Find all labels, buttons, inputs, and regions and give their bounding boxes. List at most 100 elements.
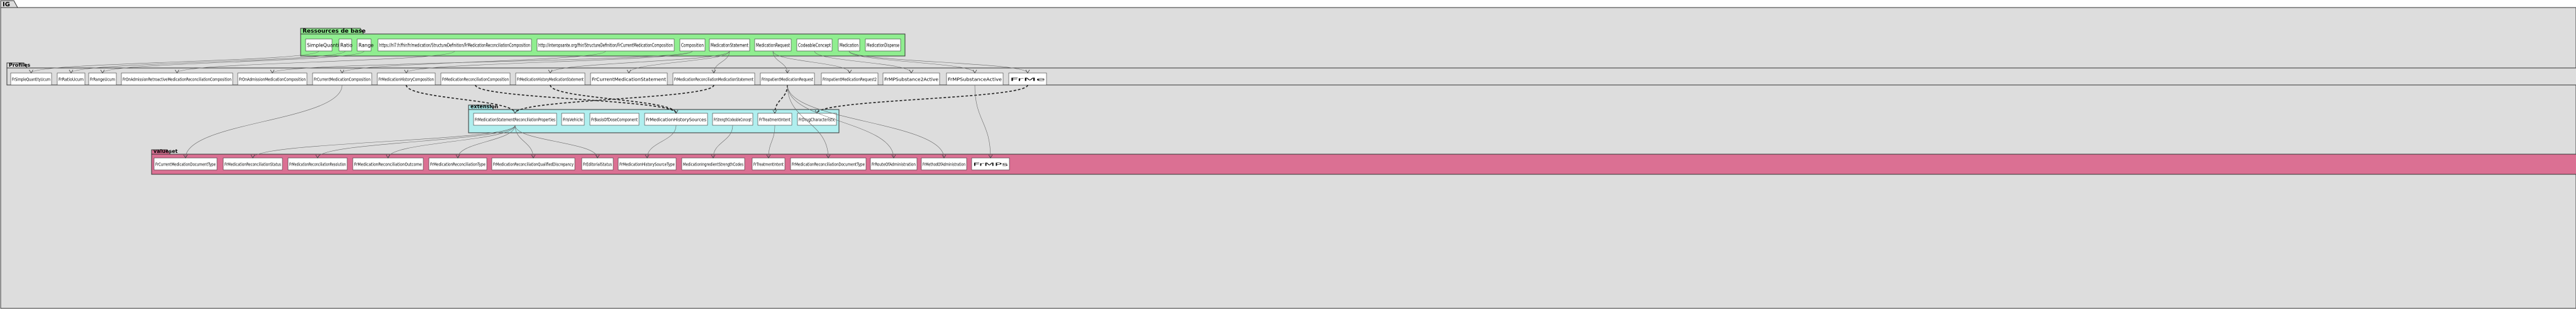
node-valueset-frmps-label: FrMPs — [973, 162, 1008, 167]
edge-arrow-5 — [270, 69, 275, 74]
node-simplequantity-label: SimpleQuantity — [307, 43, 344, 48]
package-base-label: Ressources de base — [303, 28, 365, 35]
node-profiles-frinpatientmedicationrequest2-label: FrInpatientMedicationRequest2 — [823, 77, 877, 82]
edge-arrow-17 — [674, 110, 679, 114]
node-profiles-frratioucum-label: FrRatioUcum — [58, 77, 84, 82]
node-valueset-frmedicationhistorysourcetype-label: FrMedicationHistorySourceType — [619, 162, 675, 167]
edge-arrow-18 — [513, 110, 518, 114]
edge-14 — [848, 50, 1028, 74]
node-extension-frisvehicle[interactable] — [561, 113, 585, 126]
node-fr-current-medication-composition-url-label: http://interopsante.org/fhir/StructureDe… — [538, 43, 673, 48]
base-nodes: SimpleQuantity Ratio Range https://hl7.f… — [305, 38, 901, 52]
node-profiles-frmpsubstanceactive-label: FrMPSubstanceActive — [948, 77, 1002, 82]
edge-1 — [70, 50, 346, 74]
edge-arrow-33 — [941, 154, 947, 159]
node-medicationstatement-label: MedicationStatement — [711, 43, 748, 48]
node-extension-frbasisofdosecomponent[interactable] — [589, 113, 640, 126]
edge-arrow-23 — [386, 154, 391, 159]
edge-arrow-6 — [404, 69, 409, 74]
edge-27 — [647, 125, 677, 159]
node-medicationdispense-label: MedicationDispense — [867, 43, 899, 48]
edge-2 — [102, 50, 365, 74]
package-extension-label: extension — [470, 104, 499, 110]
node-profiles-frmedicationreconciliationcomposition-label: FrMedicationReconciliationComposition — [442, 77, 509, 82]
edge-arrow-26 — [595, 154, 600, 159]
edge-6 — [406, 50, 693, 74]
edge-25 — [514, 125, 534, 159]
edge-33 — [787, 84, 945, 159]
edge-16 — [475, 84, 677, 114]
edge-22 — [317, 125, 516, 159]
edge-8 — [628, 50, 730, 74]
edge-20 — [816, 84, 1028, 114]
package-valueset-label: valueset — [153, 149, 178, 154]
edge-0 — [31, 50, 319, 74]
edge-arrow-1 — [69, 69, 74, 74]
node-valueset-frmedicationreconciliationoutcome-label: FrMedicationReconciliationOutcome — [354, 162, 422, 167]
node-extension-frmedicationhistorysources-label: FrMedicationHistorySources — [646, 117, 706, 123]
edge-29 — [768, 125, 775, 159]
edge-30 — [185, 84, 343, 159]
node-composition-label: Composition — [681, 43, 704, 48]
edge-19 — [774, 84, 788, 114]
edge-13 — [848, 50, 975, 74]
edge-arrow-8 — [626, 69, 631, 74]
edge-10 — [772, 50, 788, 74]
node-profiles-frmpsubstance2active-label: FrMPSubstance2Active — [884, 77, 938, 82]
node-profiles-frme-label: FrMe — [1010, 77, 1046, 82]
edge-26 — [514, 125, 598, 159]
node-extension-frdrugcharacteristic-label: FrDrugCharacteristic — [799, 117, 835, 123]
node-range-label: Range — [358, 43, 374, 48]
node-extension-frmedicationstatementreconciliationproperties-label: FrMedicationStatementReconciliationPrope… — [475, 117, 555, 123]
node-valueset-frcurrentmedicationdocumenttype-label: FrCurrentMedicationDocumentType — [155, 162, 216, 167]
edge-32 — [787, 84, 894, 159]
edge-arrow-27 — [645, 154, 650, 159]
node-profiles-frinpatientmedicationrequest-label: FrInpatientMedicationRequest — [762, 77, 813, 82]
edge-arrow-19 — [772, 110, 777, 114]
node-profiles-frsimplequantityucum-label: FrSimpleQuantityUcum — [12, 77, 50, 82]
node-profiles-fronadmissionmedicationcomposition-label: FrOnAdmissionMedicationComposition — [239, 77, 306, 82]
edge-arrow-31 — [826, 154, 831, 159]
edge-34 — [974, 84, 991, 159]
edge-arrow-0 — [29, 69, 33, 74]
node-extension-frstrengthcodeableconcept-label: FrStrengthCodeableConcept — [714, 117, 752, 123]
node-codeableconcept-label: CodeableConcept — [798, 43, 831, 48]
node-medicationrequest-label: MedicationRequest — [756, 43, 790, 48]
edge-12 — [814, 50, 912, 74]
edge-28 — [713, 125, 733, 159]
node-valueset-frrouteofadministration-label: FrRouteOfAdministration — [872, 162, 916, 167]
edge-31 — [787, 84, 829, 159]
node-fr-medication-reconciliation-composition-url-label: https://hl7.fr/fhir/fr/medication/Struct… — [379, 43, 530, 48]
node-valueset-frmedicationreconciliationqualifieddiscrepancy-label: FrMedicationReconciliationQualifiedDiscr… — [493, 162, 574, 167]
node-profiles-frmedicationhistorymedicationstatement-label: FrMedicationHistoryMedicationStatement — [517, 77, 584, 82]
edge-arrow-11 — [847, 69, 852, 74]
node-medication-label: Medication — [840, 43, 858, 48]
node-valueset-frmethodofadministration-label: FrMethodOfAdministration — [923, 162, 965, 167]
edge-17 — [550, 84, 677, 114]
edge-arrow-10 — [785, 69, 790, 74]
edge-arrow-2 — [100, 69, 105, 74]
node-valueset-freditorialstatus-label: FrEditorialStatus — [583, 162, 612, 167]
edge-arrow-21 — [250, 154, 255, 159]
edge-24 — [457, 125, 516, 159]
edge-15 — [406, 84, 516, 114]
package-ig-label: IG — [3, 1, 10, 8]
edge-7 — [550, 50, 730, 74]
node-medicationdispense[interactable] — [865, 38, 901, 52]
node-profiles-frmedicationhistorycomposition-label: FrMedicationHistoryComposition — [379, 77, 434, 82]
edge-arrow-32 — [891, 154, 896, 159]
node-valueset-frmedicationreconciliationtype-label: FrMedicationReconciliationType — [430, 162, 486, 167]
package-profiles-label: Profiles — [9, 62, 30, 68]
edge-arrow-34 — [988, 154, 993, 159]
edge-5 — [272, 50, 693, 74]
node-profiles-frrangeucum-label: FrRangeUcum — [90, 77, 115, 82]
edge-arrow-20 — [814, 110, 819, 114]
edge-arrow-13 — [972, 69, 977, 74]
edge-18 — [514, 84, 714, 114]
node-valueset-frmedicationreconciliationdocumenttype-label: FrMedicationReconciliationDocumentType — [792, 162, 865, 167]
edge-4 — [341, 50, 606, 74]
node-profiles-frcurrentmedicationcomposition-label: FrCurrentMedicationComposition — [314, 77, 370, 82]
node-valueset-frtreatmentintent-label: FrTreatmentIntent — [753, 162, 784, 167]
node-valueset-frmedicationreconciliationresolution-label: FrMedicationReconciliationResolution — [289, 162, 346, 167]
node-extension-frisvehicle-label: FrIsVehicle — [563, 117, 583, 123]
